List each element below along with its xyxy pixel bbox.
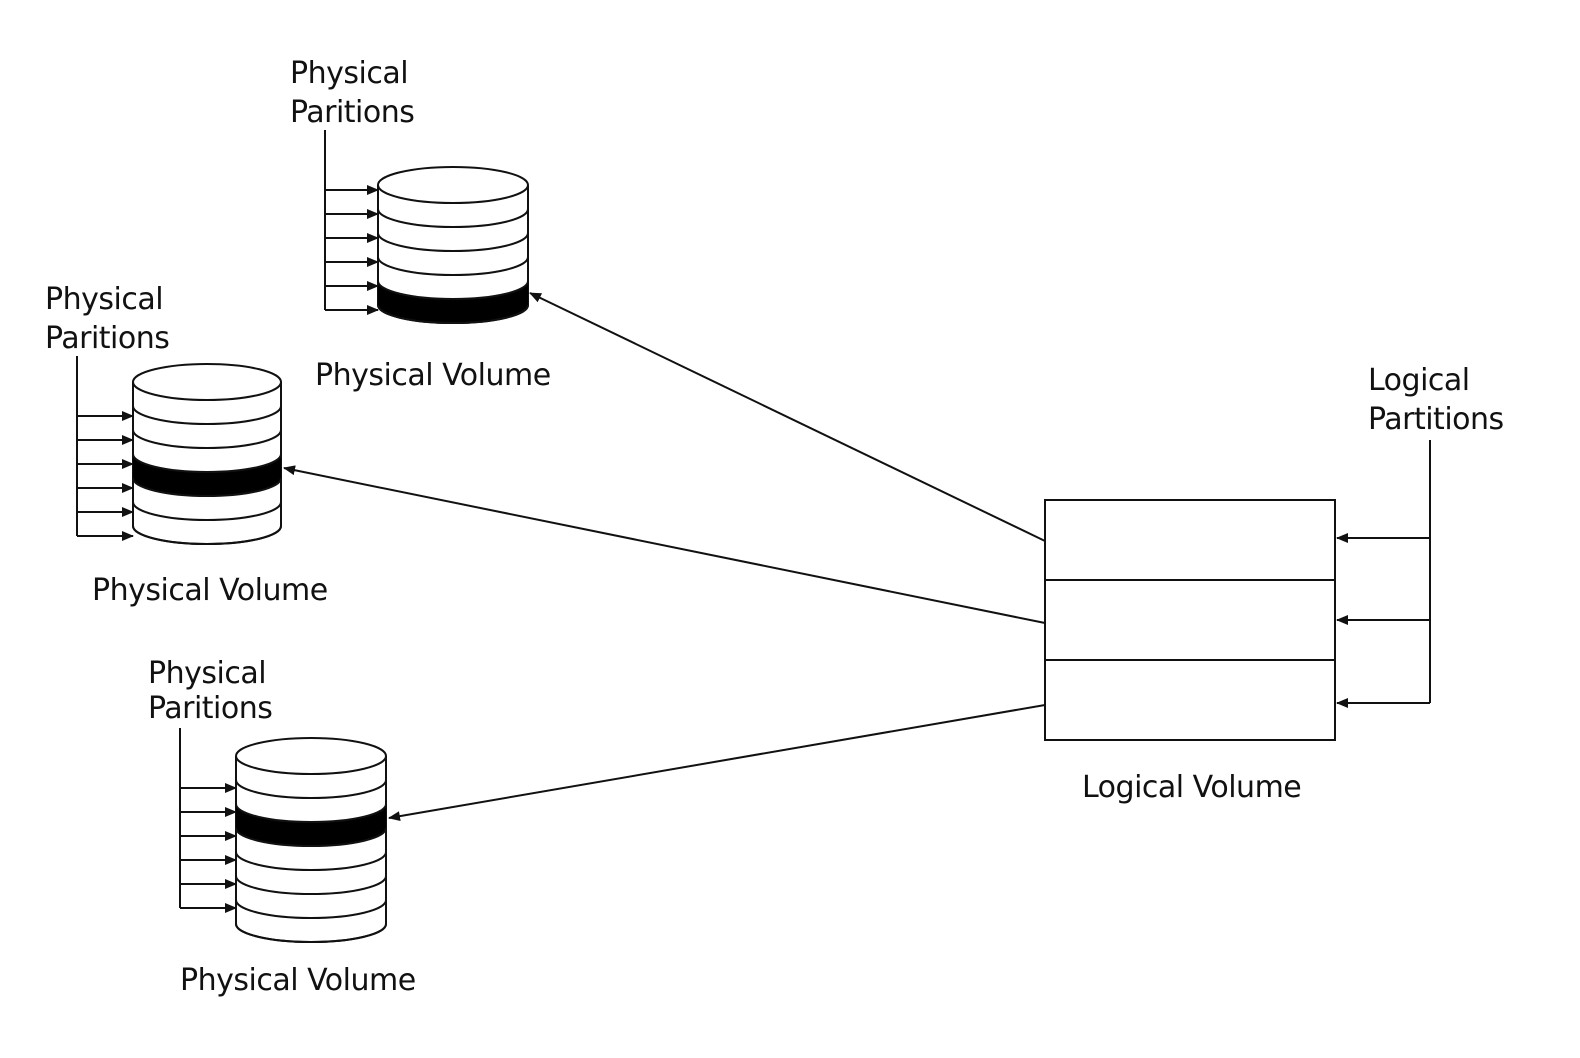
physical-volume-label-2: Physical Volume [92,573,328,608]
physical-volume-1: Physical Paritions Physical Volume [290,56,551,393]
physical-partitions-label-2b: Paritions [45,321,169,356]
disk-cylinder-2 [132,363,282,545]
logical-volume-label: Logical Volume [1082,770,1301,805]
partition-bracket-3 [179,728,237,913]
physical-volume-3: Physical Paritions Physical Volume [148,656,416,998]
disk-cylinder-3 [235,737,387,943]
mapping-line-3 [388,704,1046,822]
logical-partitions: Logical Partitions [1336,363,1504,708]
logical-volume: Logical Volume [1044,499,1336,805]
logical-volume-box [1044,499,1336,741]
physical-partitions-label-3a: Physical [148,656,266,691]
mapping-connectors [283,292,1046,822]
mapping-line-1 [529,292,1046,542]
physical-partitions-label-1a: Physical [290,56,408,91]
disk-3-partition-band [236,804,386,846]
disk-1-partition-band [378,281,528,323]
logical-partitions-label-b: Partitions [1368,402,1504,437]
logical-partitions-label-a: Logical [1368,363,1470,398]
partition-bracket-1 [324,130,379,315]
physical-partitions-label-2a: Physical [45,282,163,317]
disk-2-partition-band [133,454,281,496]
physical-partitions-label-3b: Paritions [148,691,272,726]
physical-volume-label-1: Physical Volume [315,358,551,393]
partition-bracket-2 [76,356,134,541]
mapping-line-2 [283,465,1046,624]
physical-volume-2: Physical Paritions Physical Volume [45,282,328,608]
physical-partitions-label-1b: Paritions [290,95,414,130]
disk-cylinder-1 [377,166,529,324]
physical-volume-label-3: Physical Volume [180,963,416,998]
